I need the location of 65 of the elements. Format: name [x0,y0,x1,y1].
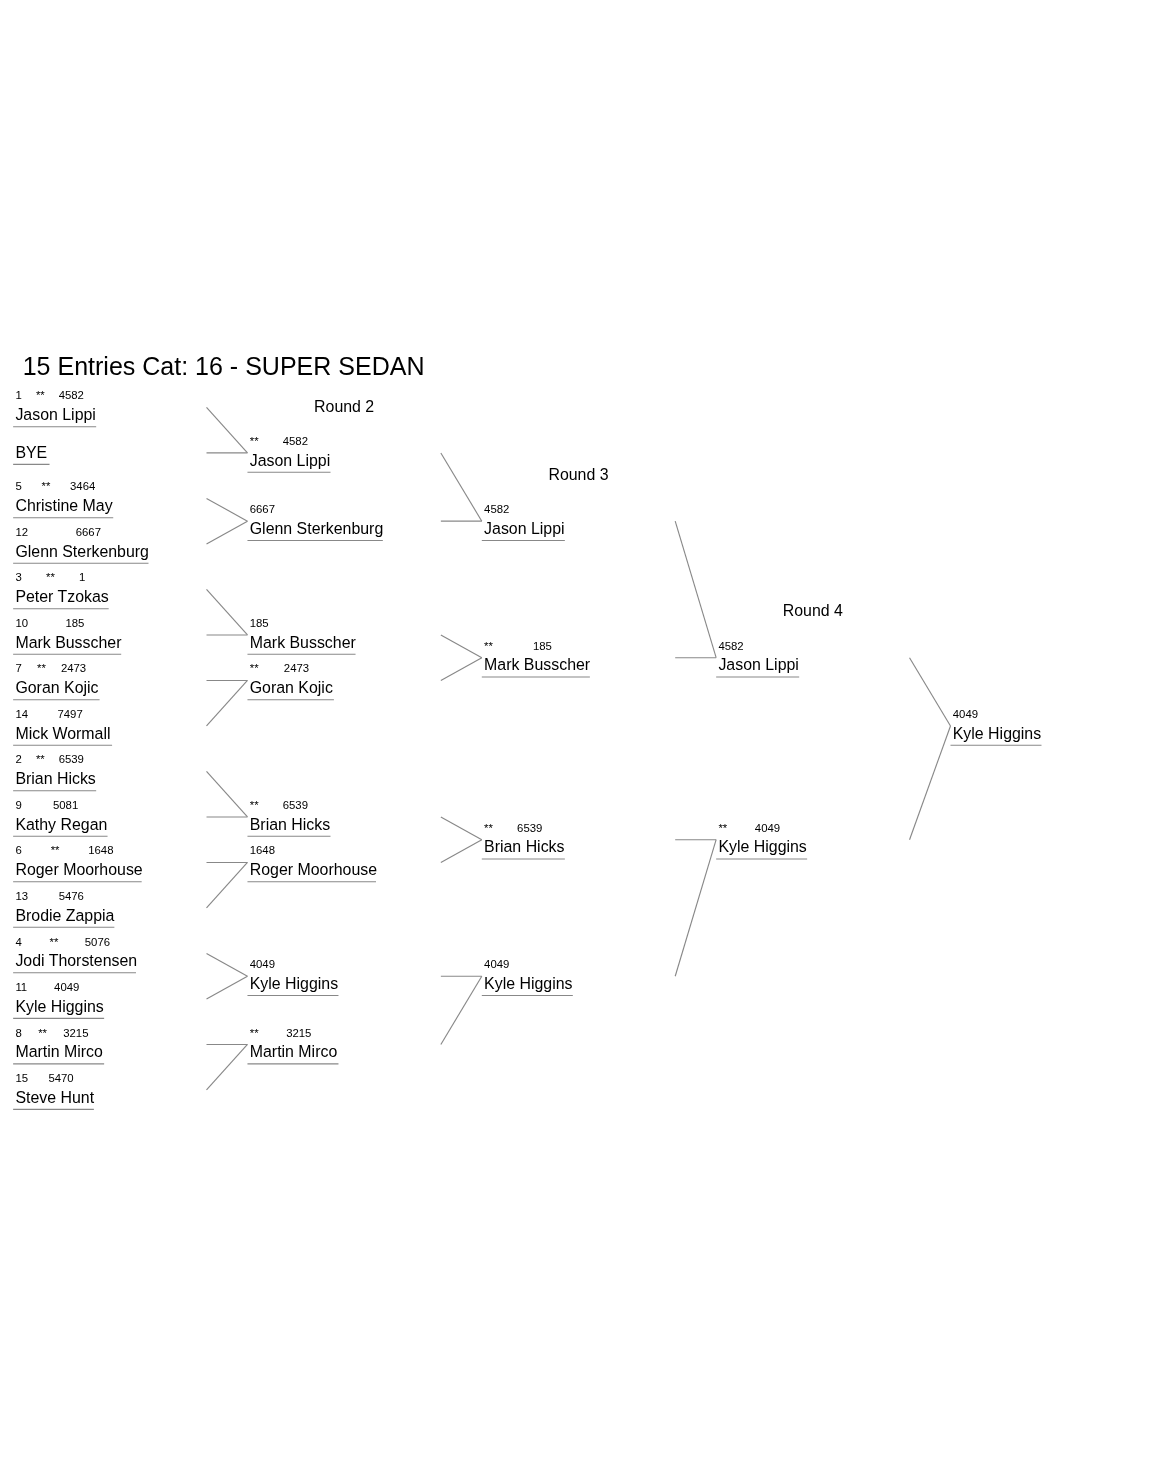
node-text: 10 185 Mark Busscher [15,616,122,651]
connector [205,520,249,544]
node-text: 13 5476 Brodie Zappia [15,889,115,924]
node-text: 5 ** 3464 Christine May [15,479,113,514]
connector [205,975,249,1000]
node-text: 7 ** 2473 Goran Kojic [15,661,99,696]
connector [205,861,249,909]
node-text: 8 ** 3215 Martin Mirco [15,1026,103,1060]
connector [205,815,249,818]
node-text: 11 4049 Kyle Higgins [15,980,104,1015]
node-text: ** 3215 Martin Mirco [249,1026,338,1060]
node-text: 185 Mark Busscher [249,616,356,651]
node-text: 6667 Glenn Sterkenburg [249,502,384,537]
connector [205,588,249,635]
label: Round 4 [782,601,843,619]
node-text: 9 5081 Kathy Regan [15,798,108,833]
connector [440,656,483,681]
connector [674,838,717,840]
connector [205,952,249,977]
node-text: ** 185 Mark Busscher [484,639,591,673]
label: Round 2 [314,397,375,415]
connector [440,838,483,863]
node-text: ** 4582 Jason Lippi [249,434,331,469]
node-text: 1648 Roger Moorhouse [249,844,378,878]
node-text: 12 6667 Glenn Sterkenburg [15,525,149,560]
connector [440,815,483,840]
node-text: ** 2473 Goran Kojic [249,661,333,696]
node-text: 4582 Jason Lippi [484,502,565,537]
connector [674,838,717,977]
node-text: 3 ** 1 Peter Tzokas [15,570,109,605]
node-text: 2 ** 6539 Brian Hicks [15,752,96,787]
connector [205,679,249,681]
connector [205,497,249,522]
connector [205,1043,249,1045]
connector [908,724,952,840]
connector [908,656,952,727]
node-text: 4049 Kyle Higgins [484,957,573,992]
connector [674,520,717,658]
node-text: 4049 Kyle Higgins [249,957,339,992]
node-text: 4582 Jason Lippi [718,639,799,673]
connector [205,679,249,727]
connector [205,633,249,635]
node-text: 1 ** 4582 Jason Lippi [15,388,96,423]
connector [205,770,249,818]
connector [205,451,249,453]
connector [205,861,249,863]
connector [440,975,483,977]
connector [440,520,483,522]
connector [440,975,483,1045]
node-text: ** 6539 Brian Hicks [484,821,565,855]
label: Round 3 [548,465,609,483]
node-text: ** 4049 Kyle Higgins [718,821,807,855]
node-text: 14 7497 Mick Wormall [15,707,111,742]
node-text: BYE [15,443,48,461]
diagram-title: 15 Entries Cat: 16 - SUPER SEDAN [22,351,425,380]
node-text: 15 5470 Steve Hunt [15,1071,95,1106]
node-text: 4049 Kyle Higgins [952,707,1042,742]
node-text: 6 ** 1648 Roger Moorhouse [15,844,143,878]
node-text: ** 6539 Brian Hicks [249,798,331,833]
node-text: 4 ** 5076 Jodi Thorstensen [15,935,138,969]
connector [205,406,249,453]
connector [440,451,483,522]
connector [440,633,483,658]
connector [205,1043,249,1091]
connector [674,656,717,658]
